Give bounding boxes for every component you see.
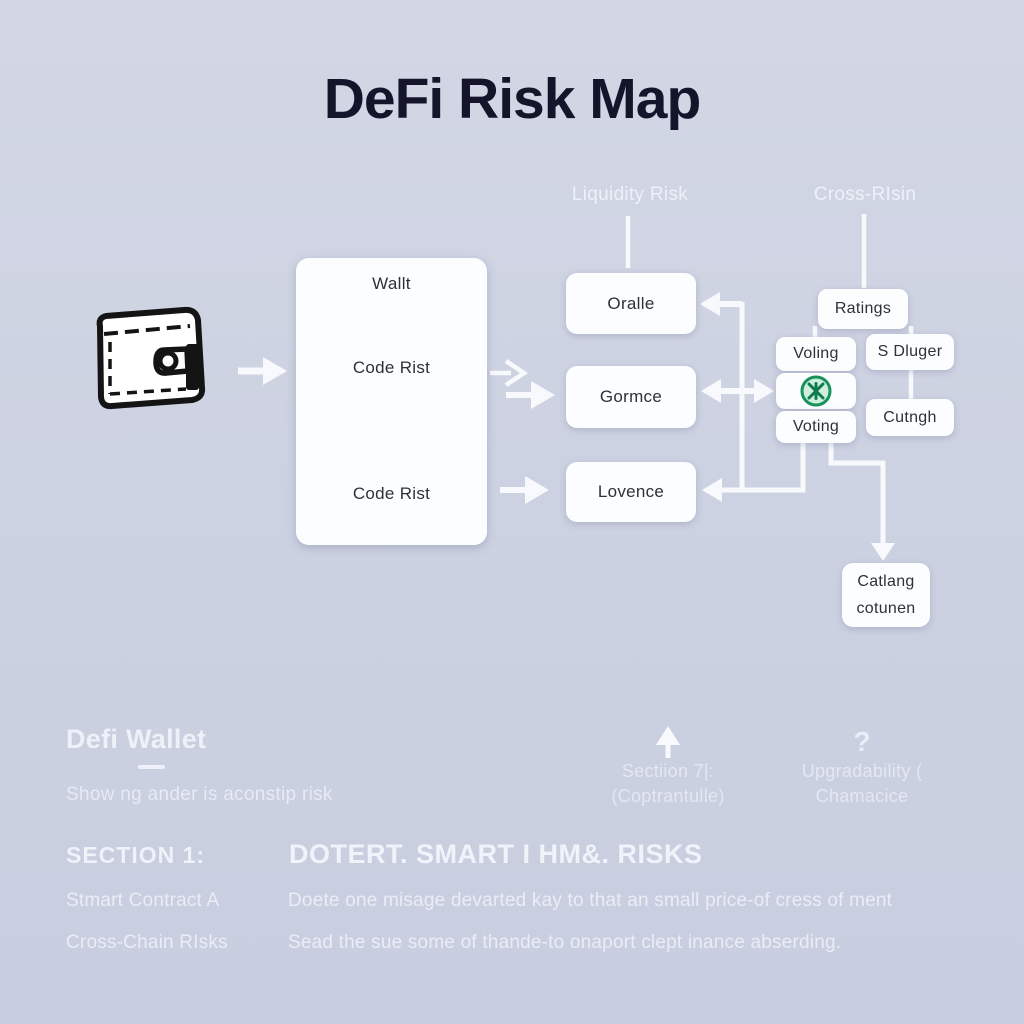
node-governance-badge [776,373,856,409]
label-liquidity-risk: Liquidity Risk [571,184,689,205]
section-row-term: Stmart Contract A [66,890,220,911]
footnote-mid-line1: Sectiion 7|: [621,761,715,781]
wallet-box-title: Wallt [372,274,411,293]
section-row-desc: Sead the sue some of thande-to onaport c… [288,932,842,953]
node-lovence: Lovence [566,462,696,522]
footnote-mid-line2: (Coptrantulle) [611,786,725,806]
wallet-icon [96,306,206,410]
wallet-box-item: Code Rist [352,358,431,377]
section-row-desc: Doete one misage devarted kay to that an… [288,890,893,911]
label-cross-risin: Cross-RIsin [813,184,917,205]
footnote-defi-wallet-subtitle: Show ng ander is aconstip risk [66,784,333,805]
footnote-right-line1: Upgradability ( [801,761,923,781]
page-title: DeFi Risk Map [323,67,702,131]
node-s-dluger: S Dluger [866,334,954,370]
node-cutngh: Cutngh [866,399,954,436]
footnote-right-line2: Chamacice [815,786,909,806]
node-voling: Voling [776,337,856,371]
node-voting: Voting [776,411,856,443]
section-row-term: Cross-Chain RIsks [66,932,228,953]
node-catlang-cotunen: Catlang cotunen [842,563,930,627]
wallet-risk-box: Wallt Code Rist Code Rist [296,258,487,545]
catlang-line2: cotunen [856,600,916,617]
section-label: SECTION 1: [66,842,206,868]
question-mark-icon: ? [853,726,871,757]
governance-badge-icon [800,375,832,407]
node-ratings: Ratings [818,289,908,329]
footnote-defi-wallet-title: Defi Wallet [66,724,207,754]
catlang-line1: Catlang [857,573,915,590]
up-arrow-icon [656,726,680,758]
underline-dash [138,765,165,769]
node-gormce: Gormce [566,366,696,428]
section-heading: DOTERT. SMART I HM&. RISKS [289,839,703,869]
node-oralle: Oralle [566,273,696,334]
wallet-box-item: Code Rist [352,484,431,503]
